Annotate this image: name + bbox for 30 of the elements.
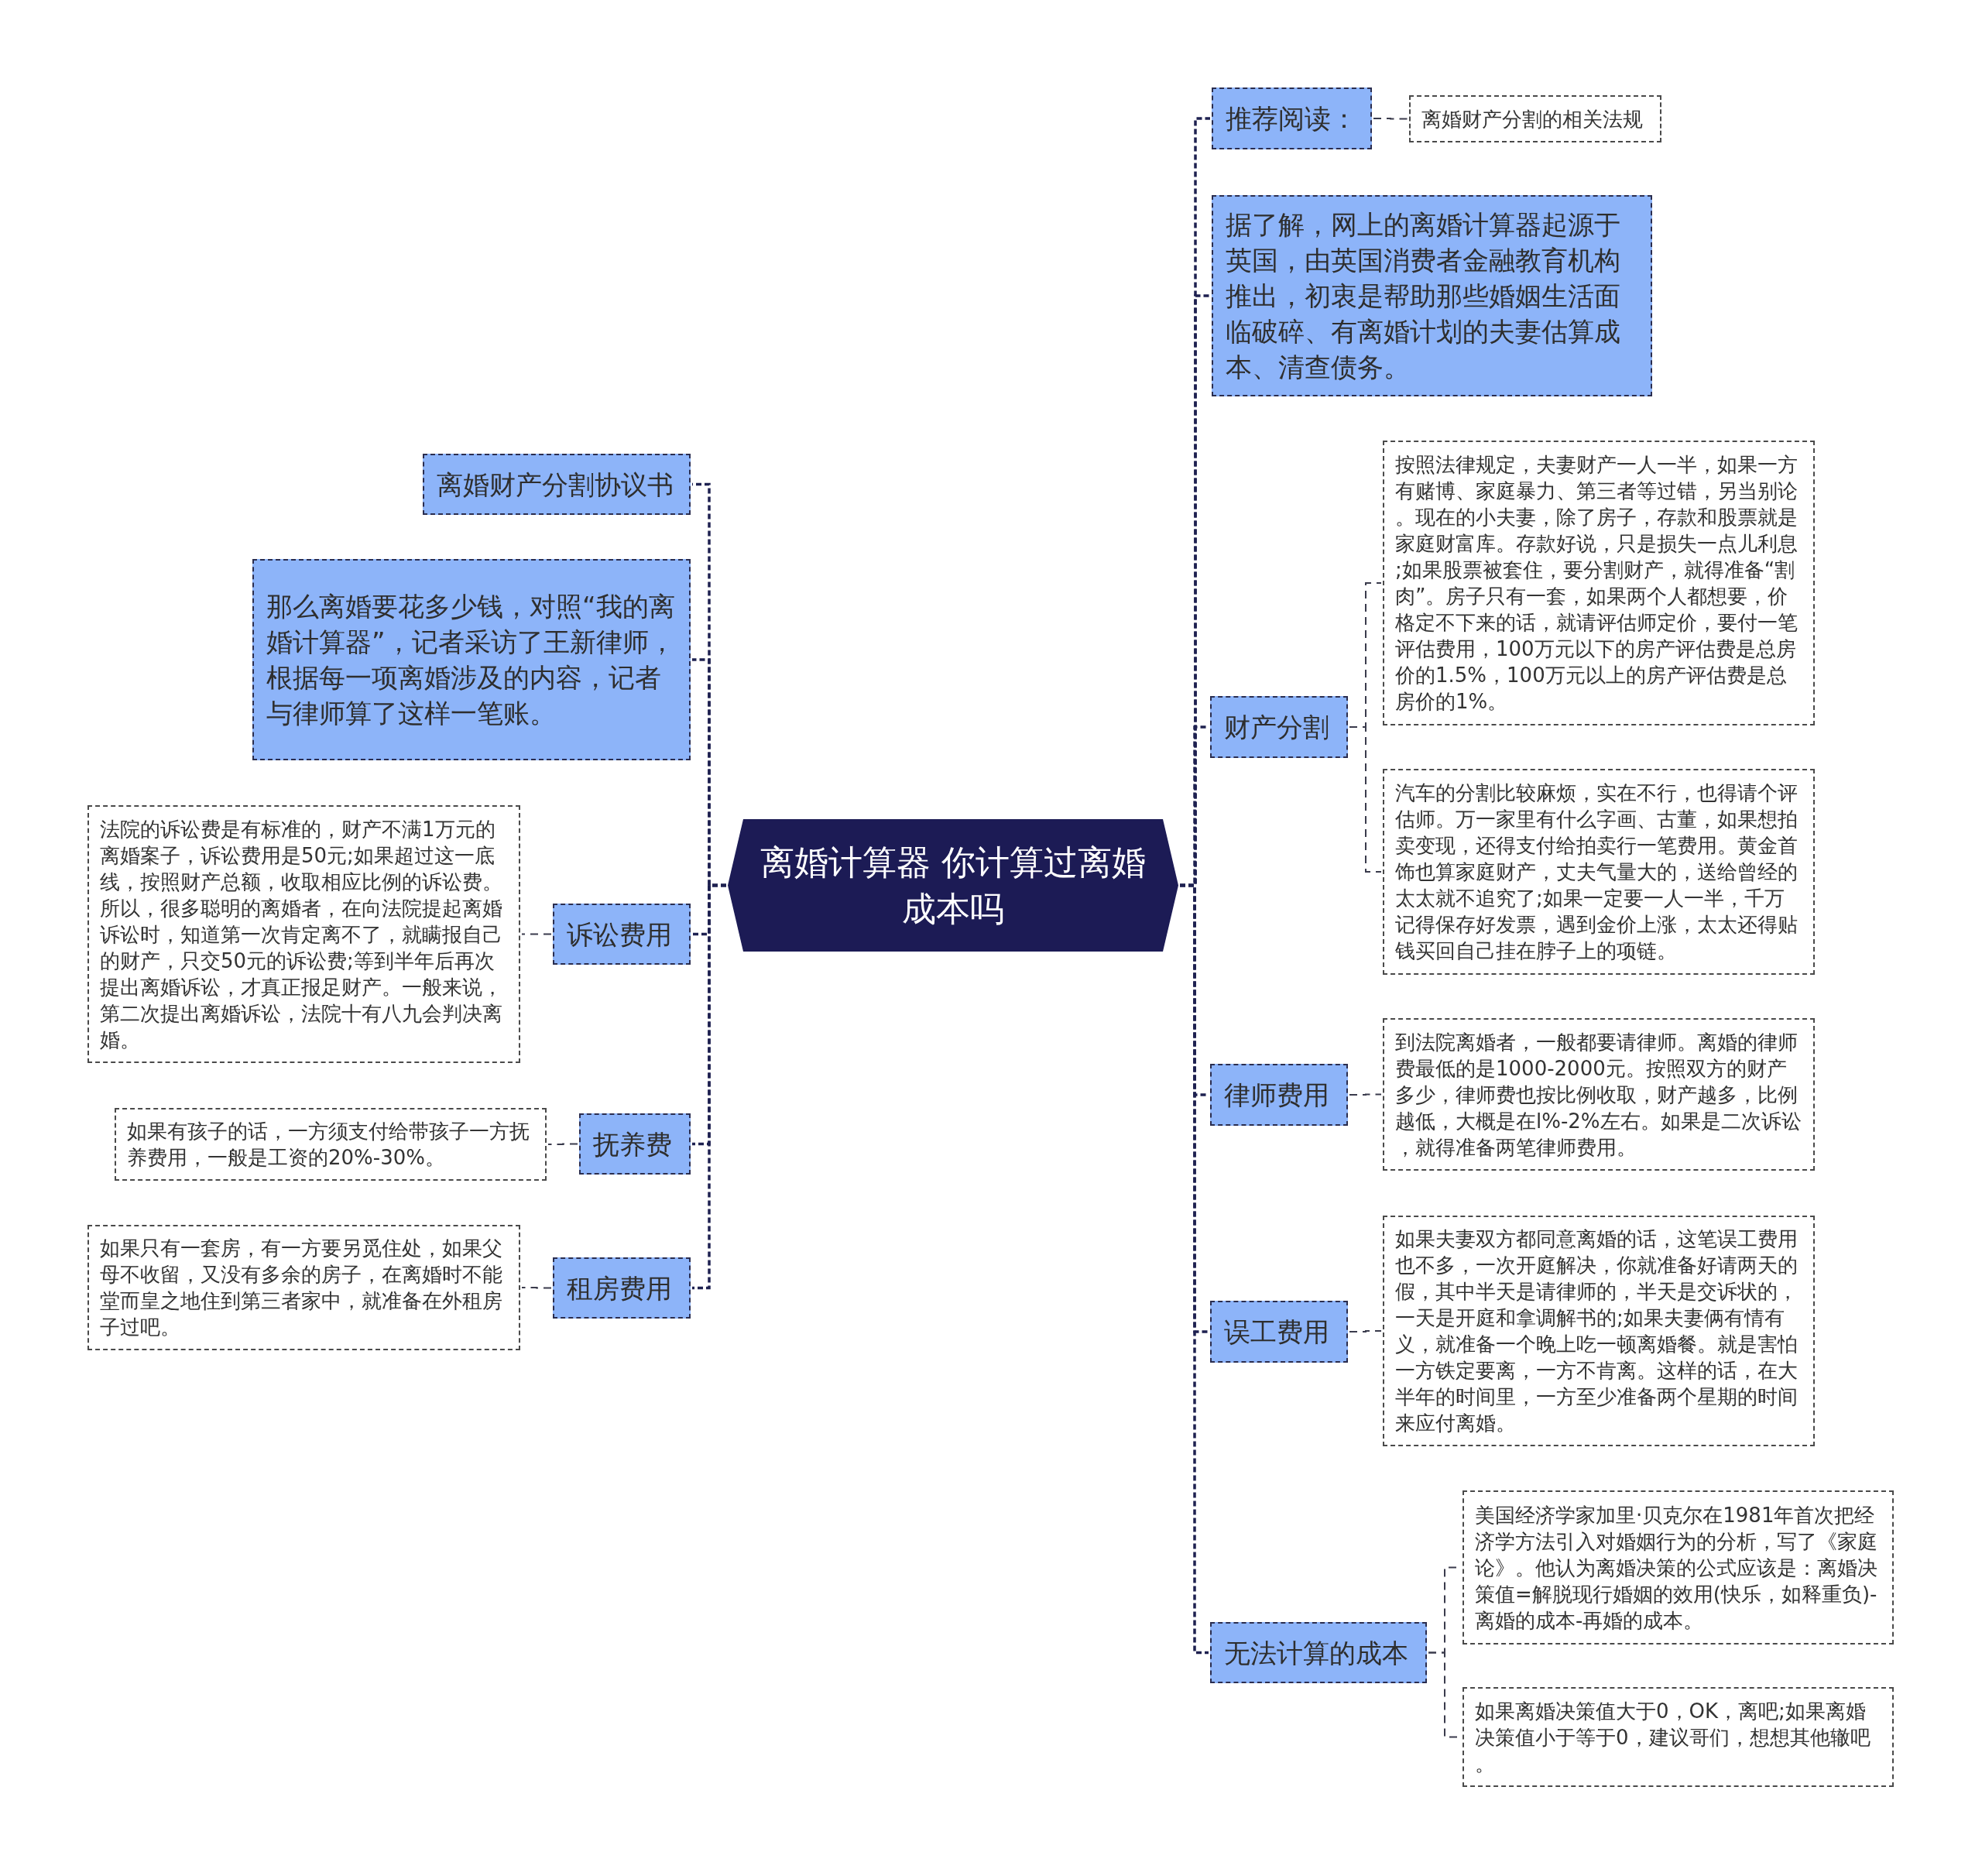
note-box: 美国经济学家加里·贝克尔在1981年首次把经济学方法引入对婚姻行为的分析，写了《家庭论》。他认为离婚决策的公式应该是：离婚决策值=解脱现行婚姻的效用(快乐，如释重负)-离婚的成本-再婚的成本。 <box>1462 1490 1894 1645</box>
topic-box: 律师费用 <box>1210 1064 1348 1126</box>
note-box: 离婚财产分割的相关法规 <box>1409 95 1661 142</box>
topic-box: 无法计算的成本 <box>1210 1622 1427 1683</box>
topic-box: 误工费用 <box>1210 1301 1348 1363</box>
connector-line <box>1349 726 1382 873</box>
note-box: 按照法律规定，夫妻财产一人一半，如果一方有赌博、家庭暴力、第三者等过错，另当别论。现在的小夫妻，除了房子，存款和股票就是家庭财富库。存款好说，只是损失一点儿利息;如果股票被套住，要分割财产，就得准备“割肉”。房子只有一套，如果两个人都想要，价格定不下来的话，就请评估师定价，要付一笔评估费用，100万元以下的房产评估费是总房价的1.5%，100万元以上的房产评估费是总房价的1%。 <box>1383 441 1815 725</box>
note-box: 汽车的分割比较麻烦，实在不行，也得请个评估师。万一家里有什么字画、古董，如果想拍卖变现，还得支付给拍卖行一笔费用。黄金首饰也算家庭财产，丈夫气量大的，送给曾经的太太就不追究了;如果一定要一人一半，千万记得保存好发票，遇到金价上涨，太太还得贴钱买回自己挂在脖子上的项链。 <box>1383 769 1815 975</box>
note-box: 法院的诉讼费是有标准的，财产不满1万元的离婚案子，诉讼费用是50元;如果超过这一底线，按照财产总额，收取相应比例的诉讼费。所以，很多聪明的离婚者，在向法院提起离婚诉讼时，知道第一次肯定离不了，就瞒报自己的财产，只交50元的诉讼费;等到半年后再次提出离婚诉讼，才真正报足财产。一般来说，第二次提出离婚诉讼，法院十有八九会判决离婚。 <box>87 805 520 1063</box>
topic-box: 诉讼费用 <box>553 904 691 965</box>
connector-line <box>1349 1330 1382 1332</box>
topic-box: 据了解，网上的离婚计算器起源于英国，由英国消费者金融教育机构推出，初衷是帮助那些婚姻生活面临破碎、有离婚计划的夫妻估算成本、清查债务。 <box>1212 195 1652 396</box>
connector-line <box>547 1143 578 1145</box>
note-box: 如果离婚决策值大于0，OK，离吧;如果离婚决策值小于等于0，建议哥们，想想其他辙吧。 <box>1462 1687 1894 1787</box>
note-box: 如果只有一套房，有一方要另觅住处，如果父母不收留，又没有多余的房子，在离婚时不能堂而皇之地住到第三者家中，就准备在外租房子过吧。 <box>87 1225 520 1350</box>
topic-box: 抚养费 <box>579 1113 691 1175</box>
topic-box: 离婚财产分割协议书 <box>423 454 691 515</box>
topic-box: 那么离婚要花多少钱，对照“我的离婚计算器”，记者采访了王新律师，根据每一项离婚涉及的内容，记者与律师算了这样一笔账。 <box>252 559 691 760</box>
connector-line <box>521 1287 552 1289</box>
connector-line <box>521 933 552 935</box>
connector-line <box>1349 1093 1382 1096</box>
connector-line <box>1373 118 1408 120</box>
topic-box: 租房费用 <box>553 1257 691 1319</box>
connector-line <box>692 883 726 1290</box>
topic-box: 财产分割 <box>1210 696 1348 758</box>
topic-box: 推荐阅读： <box>1212 87 1372 149</box>
note-box: 到法院离婚者，一般都要请律师。离婚的律师费最低的是1000-2000元。按照双方的财产多少，律师费也按比例收取，财产越多，比例越低，大概是在l%-2%左右。如果是二次诉讼，就得准备两笔律师费用。 <box>1383 1018 1815 1171</box>
connector-line <box>1180 883 1209 1655</box>
note-box: 如果夫妻双方都同意离婚的话，这笔误工费用也不多，一次开庭解决，你就准备好请两天的假，其中半天是请律师的，半天是交诉状的，一天是开庭和拿调解书的;如果夫妻俩有情有义，就准备一个晚上吃一顿离婚餐。就是害怕一方铁定要离，一方不肯离。这样的话，在大半年的时间里，一方至少准备两个星期的时间来应付离婚。 <box>1383 1216 1815 1446</box>
note-box: 如果有孩子的话，一方须支付给带孩子一方抚养费用，一般是工资的20%-30%。 <box>115 1108 547 1181</box>
